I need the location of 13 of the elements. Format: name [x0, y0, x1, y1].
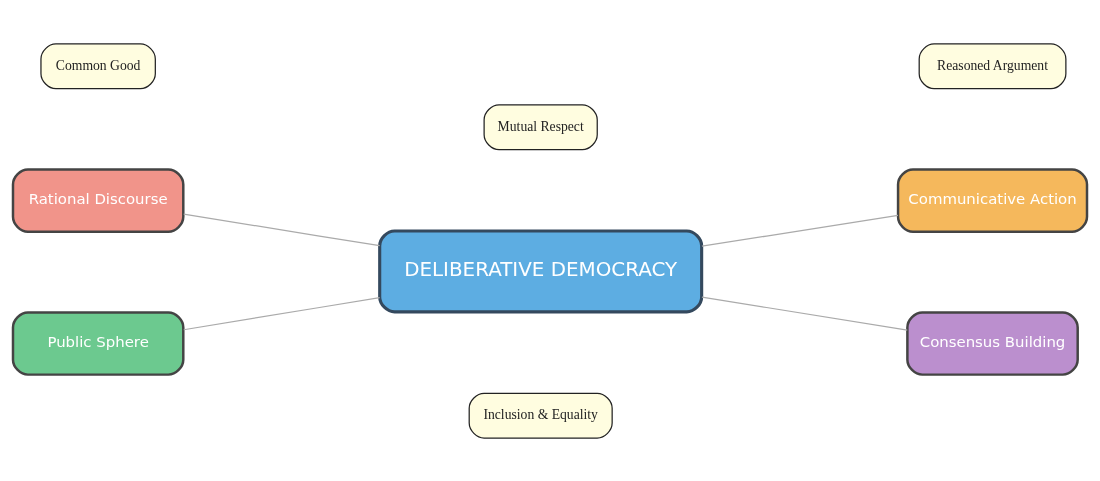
- node-box: Public Sphere: [11, 310, 185, 376]
- node-box: Common Good: [40, 42, 156, 89]
- connector: [183, 296, 381, 330]
- node-box: DELIBERATIVE DEMOCRACY: [378, 229, 704, 313]
- connector: [701, 296, 908, 331]
- node-box: Rational Discourse: [11, 167, 185, 233]
- node-box: Communicative Action: [896, 167, 1089, 233]
- node-box: Reasoned Argument: [918, 42, 1067, 89]
- connector: [701, 214, 899, 247]
- node-box: Mutual Respect: [483, 103, 598, 150]
- node-box: Consensus Building: [906, 310, 1079, 376]
- connector: [183, 213, 381, 246]
- node-box: Inclusion & Equality: [468, 392, 613, 439]
